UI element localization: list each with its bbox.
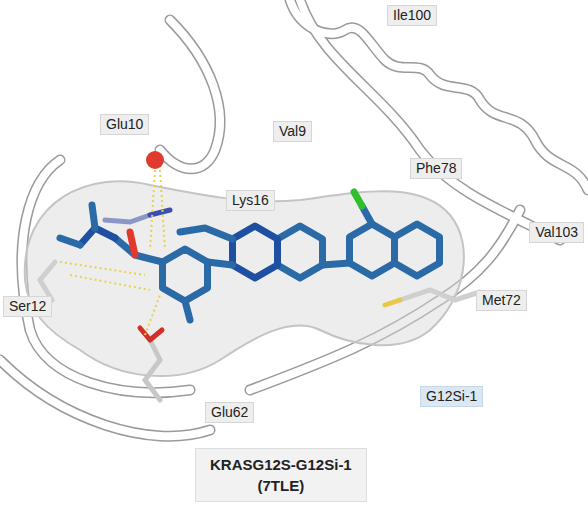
structure-title-box: KRASG12S-G12Si-1(7TLE) (195, 448, 367, 502)
pocket-surface (25, 181, 464, 376)
residue-label: Ile100 (387, 5, 437, 26)
label-text: Ser12 (9, 298, 46, 314)
residue-label: Glu10 (100, 114, 149, 135)
label-text: Phe78 (416, 160, 456, 176)
label-text: Val9 (279, 123, 306, 139)
label-text: Ile100 (393, 7, 431, 23)
residue-label: Lys16 (226, 190, 275, 211)
label-text: Glu10 (106, 116, 143, 132)
residue-label: Phe78 (410, 158, 462, 179)
ligand-label: G12Si-1 (420, 386, 483, 407)
label-text: KRASG12S-G12Si-1 (210, 454, 352, 475)
ligand-sticks (60, 192, 440, 320)
residue-label: Ser12 (3, 296, 52, 317)
label-text: Lys16 (232, 192, 269, 208)
label-text: Met72 (482, 292, 521, 308)
ribbons (0, 0, 588, 436)
residue-label: Glu62 (205, 402, 254, 423)
residue-label: Val9 (273, 121, 312, 142)
label-text: (7TLE) (210, 475, 352, 496)
residue-sticks (40, 210, 480, 400)
label-text: Val103 (535, 224, 578, 240)
residue-label: Val103 (529, 222, 584, 243)
label-text: G12Si-1 (426, 388, 477, 404)
water-sphere (146, 151, 164, 169)
residue-label: Met72 (476, 290, 527, 311)
label-text: Glu62 (211, 404, 248, 420)
hbond-dots (60, 170, 165, 335)
